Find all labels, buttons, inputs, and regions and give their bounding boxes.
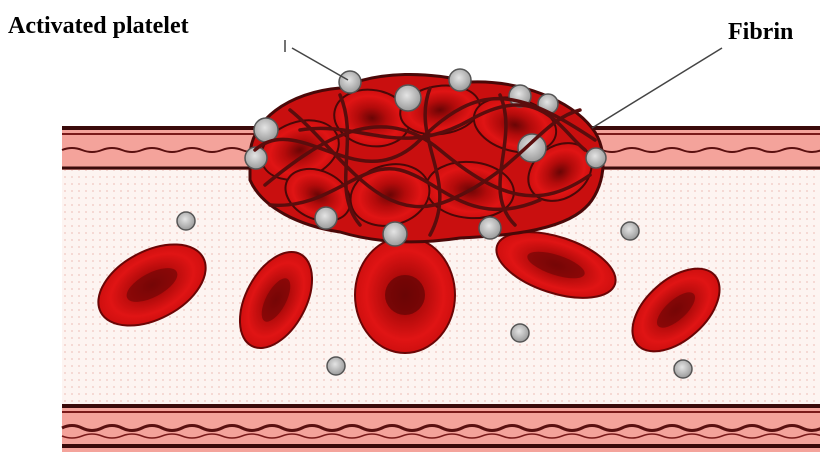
platelet-icon [479,217,501,239]
platelet-icon [327,357,345,375]
platelet-icon [315,207,337,229]
fibrin-leader [592,48,722,128]
activated-platelet-leader [292,48,348,80]
platelet-icon [621,222,639,240]
platelet-icon [518,134,546,162]
platelet-icon [177,212,195,230]
activated-platelet-label: Activated platelet [8,14,189,38]
platelet-icon [254,118,278,142]
platelet-icon [339,71,361,93]
platelet-icon [586,148,606,168]
lower-vessel-wall [62,404,820,452]
platelet-icon [449,69,471,91]
red-blood-cell-icon [355,237,455,353]
fibrin-label: Fibrin [728,20,793,44]
platelet-icon [383,222,407,246]
blood-clot [245,69,606,246]
platelet-icon [511,324,529,342]
platelet-icon [395,85,421,111]
platelet-icon [674,360,692,378]
